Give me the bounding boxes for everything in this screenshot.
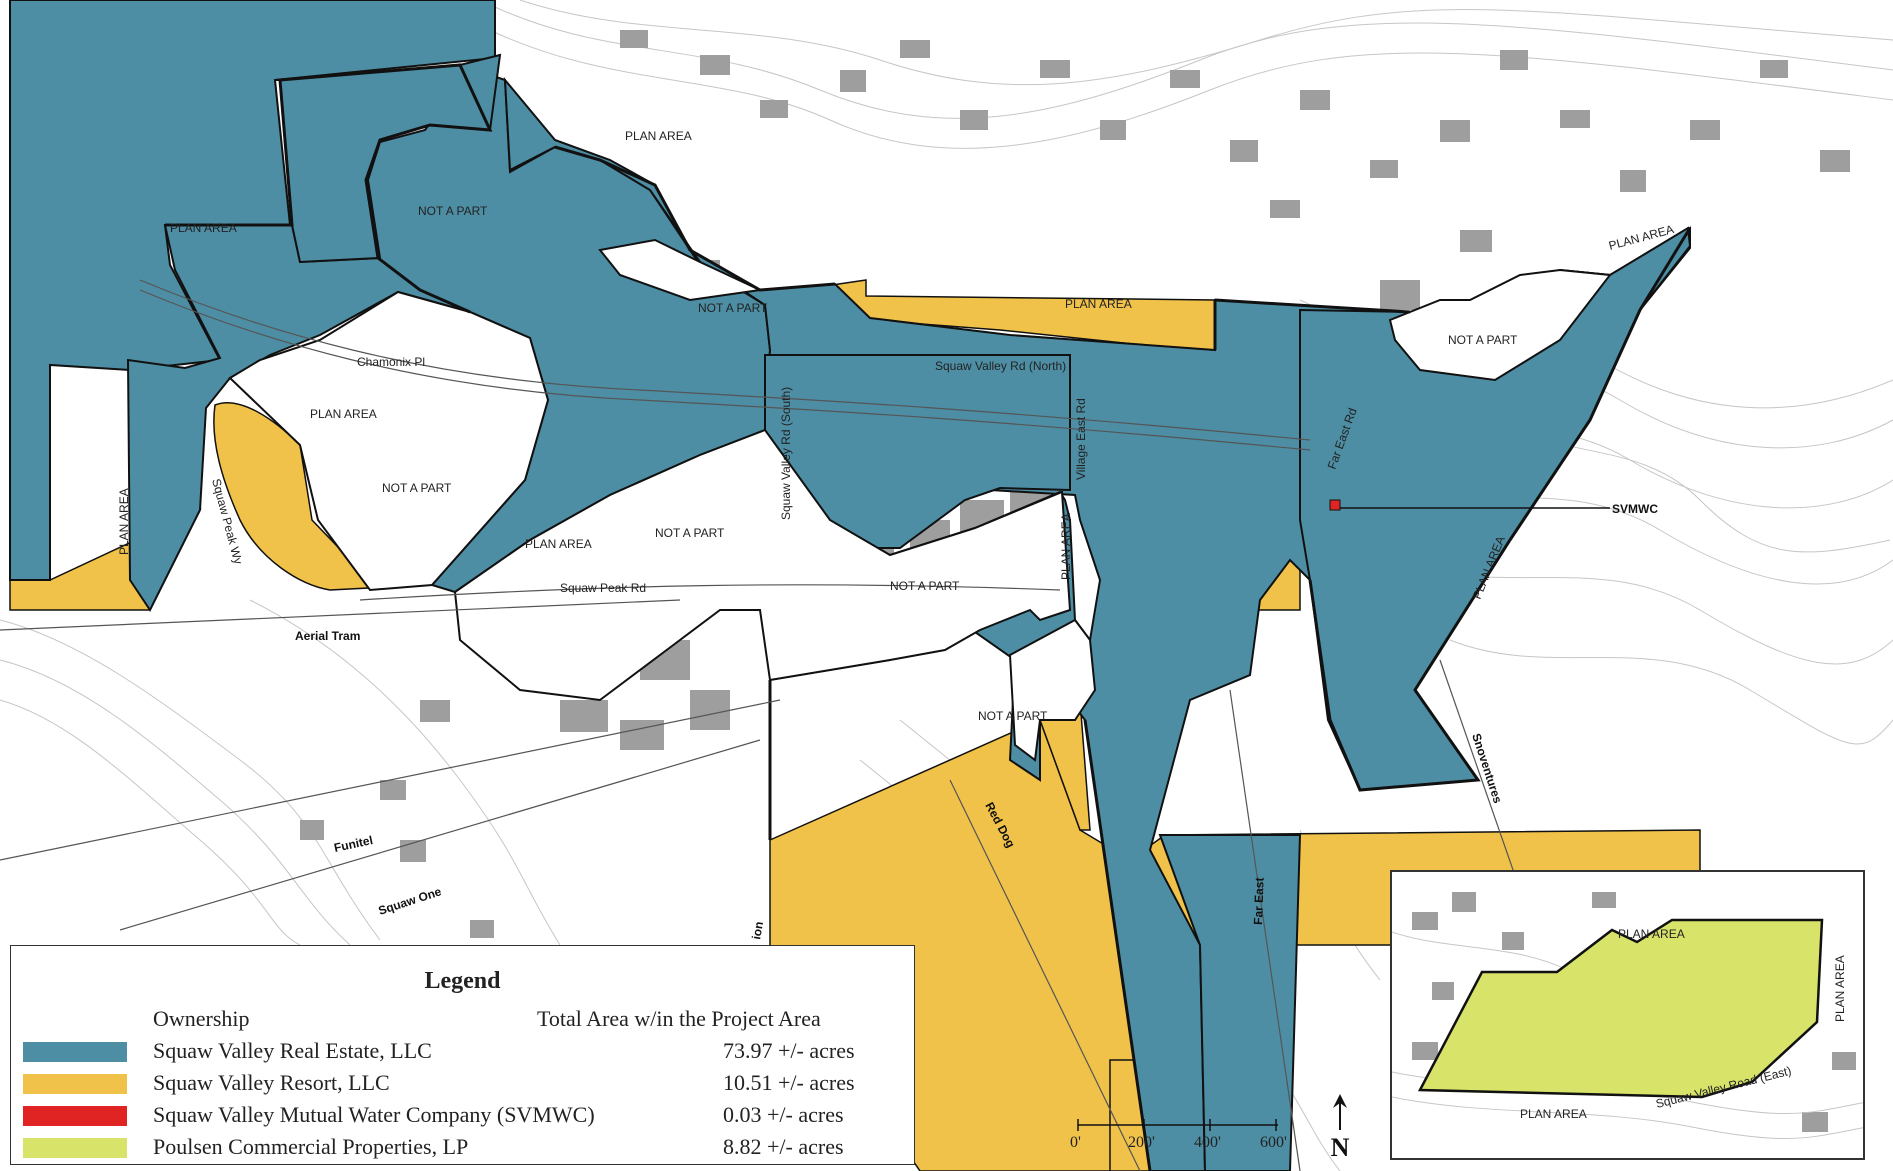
legend-area: 8.82 +/- acres	[723, 1134, 844, 1159]
label-not-part-3: NOT A PART	[1448, 333, 1518, 347]
plan-area-boundary	[165, 63, 1692, 1171]
legend-name: Squaw Valley Real Estate, LLC	[153, 1038, 432, 1063]
scale-bar: 0' 200' 400' 600'	[1060, 1095, 1310, 1155]
label-not-part-4: NOT A PART	[382, 481, 452, 495]
label-plan-area-mid: PLAN AREA	[310, 407, 377, 421]
north-arrow-icon: N	[1331, 1094, 1350, 1162]
label-plan-area-center: PLAN AREA	[1065, 297, 1132, 311]
legend-area: 73.97 +/- acres	[723, 1038, 855, 1063]
legend-header-ownership: Ownership	[153, 1006, 250, 1031]
label-not-part-6: NOT A PART	[890, 579, 960, 593]
legend-name: Squaw Valley Mutual Water Company (SVMWC…	[153, 1102, 595, 1127]
label-plan-area-top: PLAN AREA	[625, 129, 692, 143]
legend-title: Legend	[424, 968, 501, 994]
inset-map-drawing: PLAN AREA PLAN AREA PLAN AREA Squaw Vall…	[1392, 892, 1863, 1140]
inset-label-plan-area-top: PLAN AREA	[1618, 927, 1685, 941]
legend-header-area: Total Area w/in the Project Area	[537, 1006, 821, 1031]
north-letter: N	[1331, 1133, 1350, 1160]
label-plan-area-west-vert: PLAN AREA	[117, 488, 131, 555]
not-a-part-areas	[228, 238, 1612, 762]
legend-swatch-resort	[23, 1074, 127, 1094]
legend-swatch-water-company	[23, 1106, 127, 1126]
lift-lines	[0, 279, 1521, 1171]
label-far-east: Far East	[1251, 877, 1267, 925]
legend-row-real-estate: Squaw Valley Real Estate, LLC 73.97 +/- …	[23, 1038, 903, 1068]
label-plan-area-village-vert: PLAN AREA	[1059, 513, 1073, 580]
legend-row-water-company: Squaw Valley Mutual Water Company (SVMWC…	[23, 1102, 903, 1132]
legend-area: 10.51 +/- acres	[723, 1070, 855, 1095]
label-partial-lift: ion	[749, 920, 766, 940]
scale-label-0: 0'	[1070, 1134, 1081, 1151]
label-not-part-7: NOT A PART	[978, 709, 1048, 723]
legend-name: Poulsen Commercial Properties, LP	[153, 1134, 469, 1159]
label-squaw-peak-rd: Squaw Peak Rd	[560, 581, 646, 595]
label-village-east-rd: Village East Rd	[1074, 398, 1088, 480]
far-east-parcel	[1158, 834, 1302, 1171]
label-not-part-2: NOT A PART	[698, 301, 768, 315]
legend-area: 0.03 +/- acres	[723, 1102, 844, 1127]
scale-label-200: 200'	[1128, 1134, 1155, 1151]
legend-swatch-real-estate	[23, 1042, 127, 1062]
label-plan-area-low: PLAN AREA	[525, 537, 592, 551]
legend-swatch-poulsen	[23, 1138, 127, 1158]
inset-map: PLAN AREA PLAN AREA PLAN AREA Squaw Vall…	[1390, 870, 1865, 1160]
label-squaw-valley-rd-south: Squaw Valley Rd (South)	[779, 387, 793, 520]
real-estate-parcels-visible	[9, 0, 1692, 1171]
legend-name: Squaw Valley Resort, LLC	[153, 1070, 390, 1095]
legend-row-poulsen: Poulsen Commercial Properties, LP 8.82 +…	[23, 1134, 903, 1164]
legend-row-resort: Squaw Valley Resort, LLC 10.51 +/- acres	[23, 1070, 903, 1100]
scale-label-600: 600'	[1260, 1134, 1287, 1151]
label-chamonix: Chamonix Pl	[357, 355, 425, 369]
label-svmwc: SVMWC	[1612, 502, 1658, 516]
poulsen-parcel	[1417, 918, 1824, 1099]
legend-box: Legend Ownership Total Area w/in the Pro…	[10, 945, 915, 1165]
inset-label-plan-area-bottom: PLAN AREA	[1520, 1107, 1587, 1121]
inset-buildings	[1412, 892, 1856, 1132]
label-not-part-5: NOT A PART	[655, 526, 725, 540]
label-not-part-1: NOT A PART	[418, 204, 488, 218]
north-arrow: N	[1320, 1090, 1360, 1162]
label-aerial-tram: Aerial Tram	[295, 629, 360, 643]
scale-bar-drawing: 0' 200' 400' 600'	[1070, 1119, 1287, 1151]
label-squaw-valley-rd-north: Squaw Valley Rd (North)	[935, 359, 1066, 373]
label-plan-area-left: PLAN AREA	[170, 221, 237, 235]
inset-label-plan-area-right: PLAN AREA	[1833, 955, 1847, 1022]
scale-label-400: 400'	[1194, 1134, 1221, 1151]
svmwc-parcel	[1329, 499, 1341, 511]
